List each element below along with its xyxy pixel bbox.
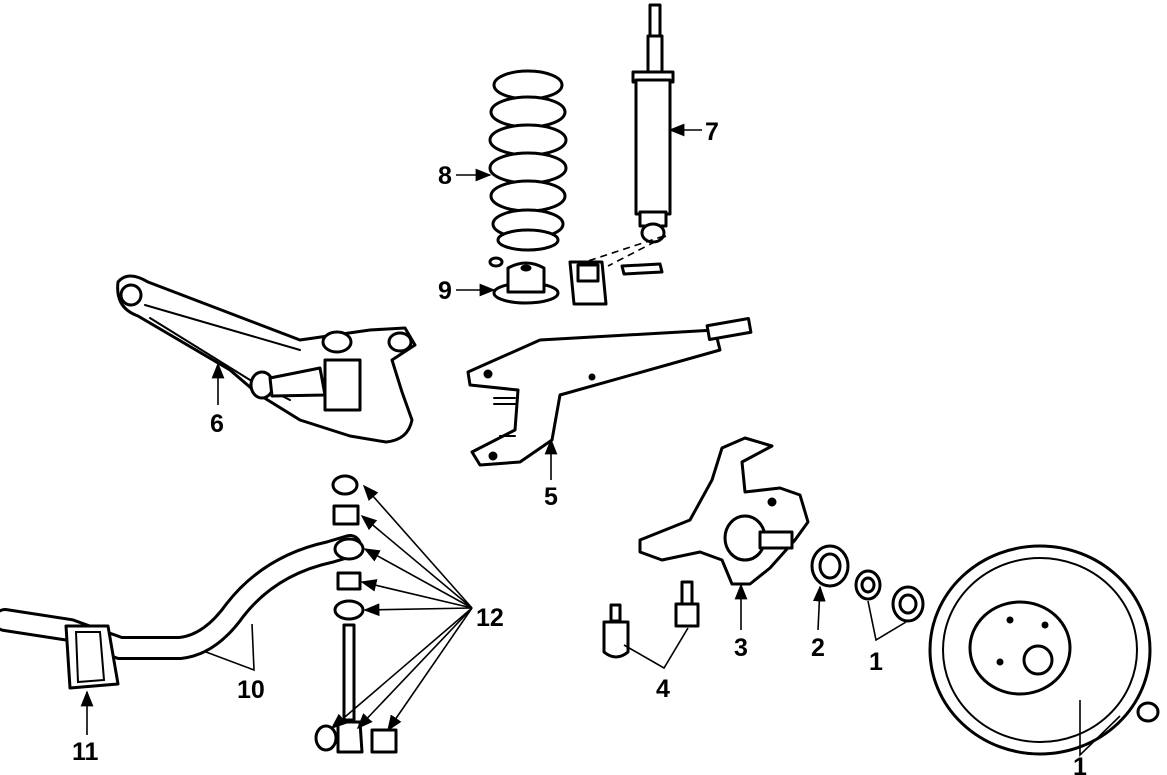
callout-5: 5	[544, 483, 558, 511]
ball-joints	[602, 580, 700, 659]
stabilizer-link-kit	[314, 474, 398, 754]
callout-10: 10	[237, 676, 265, 704]
coil-spring	[488, 69, 568, 252]
callout-12: 12	[476, 604, 504, 632]
callout-labels: 7 8 9 6 5 3 2 1 1 4 10 11 12	[72, 118, 1087, 775]
leader-lines	[80, 123, 1121, 757]
stabilizer-bar	[0, 534, 362, 660]
bearing-race	[810, 544, 850, 588]
stabilizer-bushing	[64, 624, 120, 690]
callout-4: 4	[656, 675, 670, 703]
callout-11: 11	[72, 738, 99, 766]
brake-rotor	[928, 544, 1152, 756]
callout-9: 9	[438, 277, 452, 305]
upper-control-arm	[466, 316, 753, 467]
callout-8: 8	[438, 162, 452, 190]
callout-1-upper: 1	[869, 648, 883, 676]
lower-control-arm	[116, 274, 417, 444]
steering-knuckle	[638, 436, 810, 586]
shock-lower-bracket	[568, 235, 667, 306]
callout-1-lower: 1	[1073, 753, 1087, 775]
callout-3: 3	[734, 634, 748, 662]
callout-7: 7	[705, 118, 719, 146]
callout-2: 2	[811, 634, 825, 662]
shock-absorber	[631, 3, 675, 244]
callout-6: 6	[210, 410, 224, 438]
spring-insulator	[488, 256, 560, 305]
